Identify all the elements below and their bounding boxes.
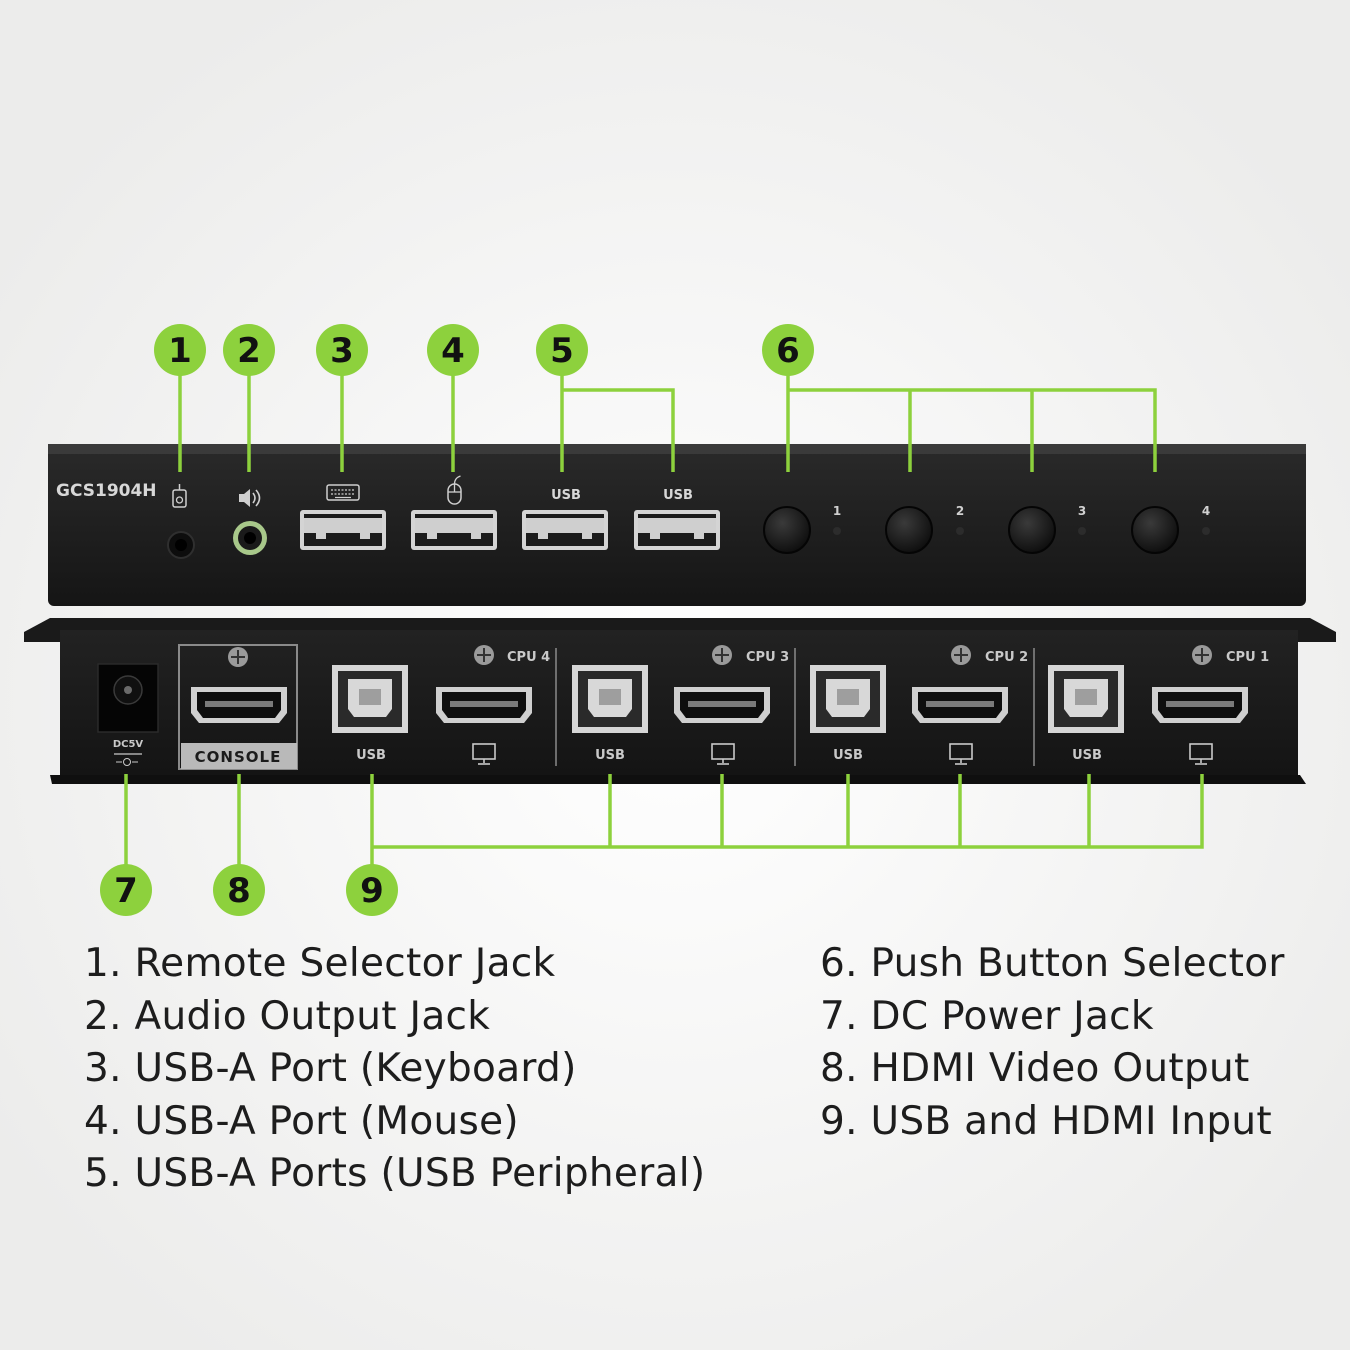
led-4 [1202, 527, 1210, 535]
legend-item-3: 3. USB-A Port (Keyboard) [84, 1046, 577, 1091]
callout-6-label: 6 [776, 331, 800, 371]
callout-9-label: 9 [360, 871, 384, 911]
callout-1: 1 [154, 324, 206, 376]
speaker-icon [239, 489, 261, 507]
push-button-1[interactable] [763, 506, 811, 554]
remote-icon [172, 484, 187, 508]
legend-item-4: 4. USB-A Port (Mouse) [84, 1098, 519, 1144]
usb-b-port-cpu3[interactable] [572, 665, 648, 733]
hdmi-input-cpu3[interactable] [674, 687, 770, 723]
callout-1-label: 1 [168, 331, 192, 371]
legend-item-5: 5. USB-A Ports (USB Peripheral) [84, 1151, 706, 1196]
callout-4-label: 4 [441, 331, 465, 371]
hdmi-input-cpu2[interactable] [912, 687, 1008, 723]
console-hdmi-output[interactable] [178, 644, 298, 770]
screw-icon [951, 645, 971, 665]
usb-a-port-peripheral-2[interactable] [634, 510, 720, 550]
legend-item-8: 8. HDMI Video Output [820, 1046, 1250, 1091]
legend-left: 1. Remote Selector Jack 2. Audio Output … [84, 938, 705, 1201]
callout-2-label: 2 [237, 331, 261, 371]
usb-label-2: USB [663, 488, 693, 503]
audio-output-jack[interactable] [233, 521, 267, 555]
cpu-label-1: CPU 1 [1226, 650, 1269, 665]
rear-panel: DC5V CONSOLE CPU 4 CPU 3 CPU 2 CPU [24, 618, 1336, 784]
callout-5-label: 5 [550, 331, 574, 371]
monitor-icon [711, 743, 735, 765]
callout-8: 8 [213, 864, 265, 916]
callout-7: 7 [100, 864, 152, 916]
cpu-label-3: CPU 3 [746, 650, 789, 665]
rear-usb-label-4: USB [356, 748, 386, 763]
callout-4: 4 [427, 324, 479, 376]
rear-usb-label-1: USB [1072, 748, 1102, 763]
front-panel: GCS1904H [48, 444, 1306, 606]
rear-usb-label-3: USB [595, 748, 625, 763]
led-number-1: 1 [833, 504, 841, 518]
led-number-4: 4 [1202, 504, 1210, 518]
led-number-2: 2 [956, 504, 964, 518]
push-button-2[interactable] [885, 506, 933, 554]
rear-usb-label-2: USB [833, 748, 863, 763]
usb-label-1: USB [551, 488, 581, 503]
callout-lines [124, 372, 1204, 865]
screw-icon [1192, 645, 1212, 665]
callout-3: 3 [316, 324, 368, 376]
screw-icon [712, 645, 732, 665]
mouse-icon [447, 475, 462, 505]
legend-item-9: 9. USB and HDMI Input [820, 1098, 1273, 1144]
legend-item-6: 6. Push Button Selector [820, 941, 1285, 986]
screw-icon [474, 645, 494, 665]
monitor-icon [472, 743, 496, 765]
callout-2: 2 [223, 324, 275, 376]
keyboard-icon [326, 484, 360, 501]
remote-selector-jack[interactable] [167, 531, 195, 559]
usb-b-port-cpu2[interactable] [810, 665, 886, 733]
push-button-4[interactable] [1131, 506, 1179, 554]
led-1 [833, 527, 841, 535]
callout-8-label: 8 [227, 871, 251, 911]
model-label: GCS1904H [56, 481, 157, 501]
cpu-label-2: CPU 2 [985, 650, 1028, 665]
callout-6: 6 [762, 324, 814, 376]
console-label: CONSOLE [195, 748, 282, 766]
dc-power-jack[interactable] [97, 663, 159, 733]
screw-icon [228, 647, 248, 667]
usb-a-port-keyboard[interactable] [300, 510, 386, 550]
led-3 [1078, 527, 1086, 535]
hdmi-input-cpu1[interactable] [1152, 687, 1248, 723]
usb-b-port-cpu1[interactable] [1048, 665, 1124, 733]
callout-5: 5 [536, 324, 588, 376]
cpu-label-4: CPU 4 [507, 650, 550, 665]
dc-label: DC5V [113, 739, 144, 750]
usb-a-port-peripheral-1[interactable] [522, 510, 608, 550]
usb-b-port-cpu4[interactable] [332, 665, 408, 733]
monitor-icon [949, 743, 973, 765]
callout-3-label: 3 [330, 331, 354, 371]
legend-item-7: 7. DC Power Jack [820, 993, 1154, 1039]
usb-a-port-mouse[interactable] [411, 510, 497, 550]
legend-right: 6. Push Button Selector 7. DC Power Jack… [820, 938, 1285, 1148]
legend-item-2: 2. Audio Output Jack [84, 993, 491, 1039]
led-number-3: 3 [1078, 504, 1086, 518]
callout-9: 9 [346, 864, 398, 916]
legend-item-1: 1. Remote Selector Jack [84, 941, 556, 986]
push-button-3[interactable] [1008, 506, 1056, 554]
monitor-icon [1189, 743, 1213, 765]
led-2 [956, 527, 964, 535]
hdmi-input-cpu4[interactable] [436, 687, 532, 723]
callout-7-label: 7 [114, 871, 138, 911]
polarity-icon [114, 753, 142, 766]
